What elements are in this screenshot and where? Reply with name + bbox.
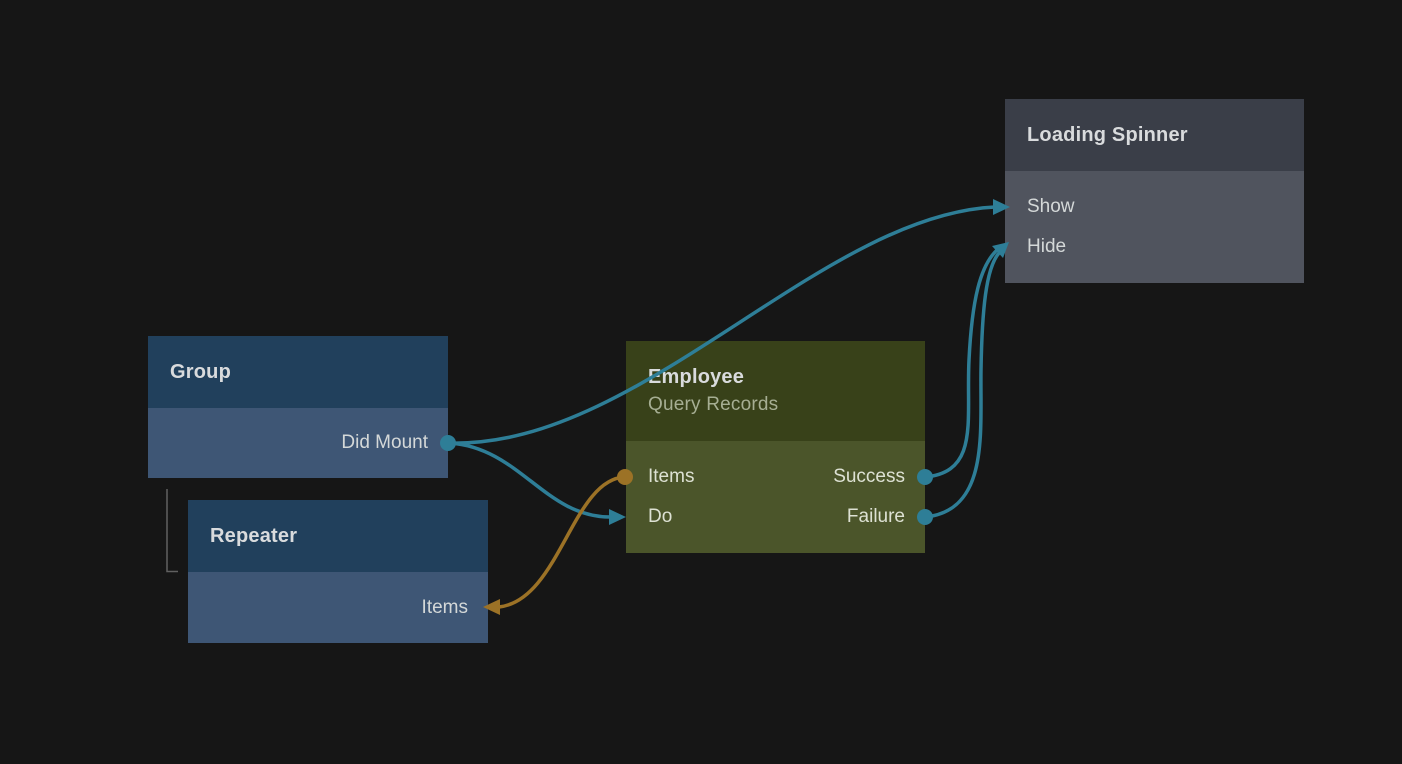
- node-repeater-body: Items: [188, 572, 488, 643]
- edge-items-to-repeater-items[interactable]: [497, 475, 627, 609]
- row-employee-do-label: Do: [648, 506, 673, 527]
- port-employee-items[interactable]: [617, 469, 633, 485]
- row-hide: Hide: [1005, 227, 1304, 267]
- row-repeater-items: Items: [188, 588, 488, 628]
- node-loading-spinner-header: Loading Spinner: [1005, 99, 1304, 171]
- port-did-mount[interactable]: [440, 435, 456, 451]
- row-do-failure: Do Failure: [626, 497, 925, 537]
- node-group-title: Group: [170, 360, 231, 383]
- row-did-mount: Did Mount: [148, 423, 448, 463]
- row-repeater-items-label: Items: [421, 596, 468, 618]
- arrowhead-hide[interactable]: [992, 242, 1009, 258]
- node-repeater-header: Repeater: [188, 500, 488, 572]
- row-employee-failure-label: Failure: [846, 506, 905, 527]
- row-items-success: Items Success: [626, 457, 925, 497]
- node-employee-title: Employee: [648, 366, 745, 388]
- node-repeater[interactable]: Repeater Items: [188, 500, 488, 643]
- node-loading-spinner-title: Loading Spinner: [1027, 123, 1188, 146]
- edge-success-to-hide[interactable]: [923, 248, 999, 479]
- edge-failure-to-hide[interactable]: [923, 251, 1001, 519]
- node-employee-subtitle: Query Records: [648, 394, 779, 415]
- row-hide-label: Hide: [1027, 236, 1067, 257]
- edge-did-mount-to-show[interactable]: [448, 205, 997, 445]
- row-show: Show: [1005, 187, 1304, 227]
- port-employee-failure[interactable]: [917, 509, 933, 525]
- row-did-mount-label: Did Mount: [341, 432, 428, 453]
- arrowhead-show[interactable]: [993, 199, 1010, 215]
- node-repeater-title: Repeater: [210, 524, 298, 547]
- node-group-body: Did Mount: [148, 408, 448, 478]
- node-loading-spinner[interactable]: Loading Spinner Show Hide: [1005, 99, 1304, 283]
- port-employee-success[interactable]: [917, 469, 933, 485]
- node-employee-header: Employee Query Records: [626, 341, 925, 441]
- edge-did-mount-to-do[interactable]: [448, 441, 612, 519]
- node-group-header: Group: [148, 336, 448, 408]
- hierarchy-line-group-repeater: [166, 489, 178, 573]
- node-employee-body: Items Success Do Failure: [626, 441, 925, 553]
- row-employee-items-label: Items: [648, 466, 695, 487]
- node-loading-spinner-body: Show Hide: [1005, 171, 1304, 283]
- row-employee-success-label: Success: [833, 466, 905, 487]
- node-employee-query-records[interactable]: Employee Query Records Items Success Do …: [626, 341, 925, 553]
- node-group[interactable]: Group Did Mount: [148, 336, 448, 478]
- arrowhead-do[interactable]: [609, 509, 626, 525]
- arrowhead-repeater-items[interactable]: [483, 599, 500, 615]
- row-show-label: Show: [1027, 196, 1075, 217]
